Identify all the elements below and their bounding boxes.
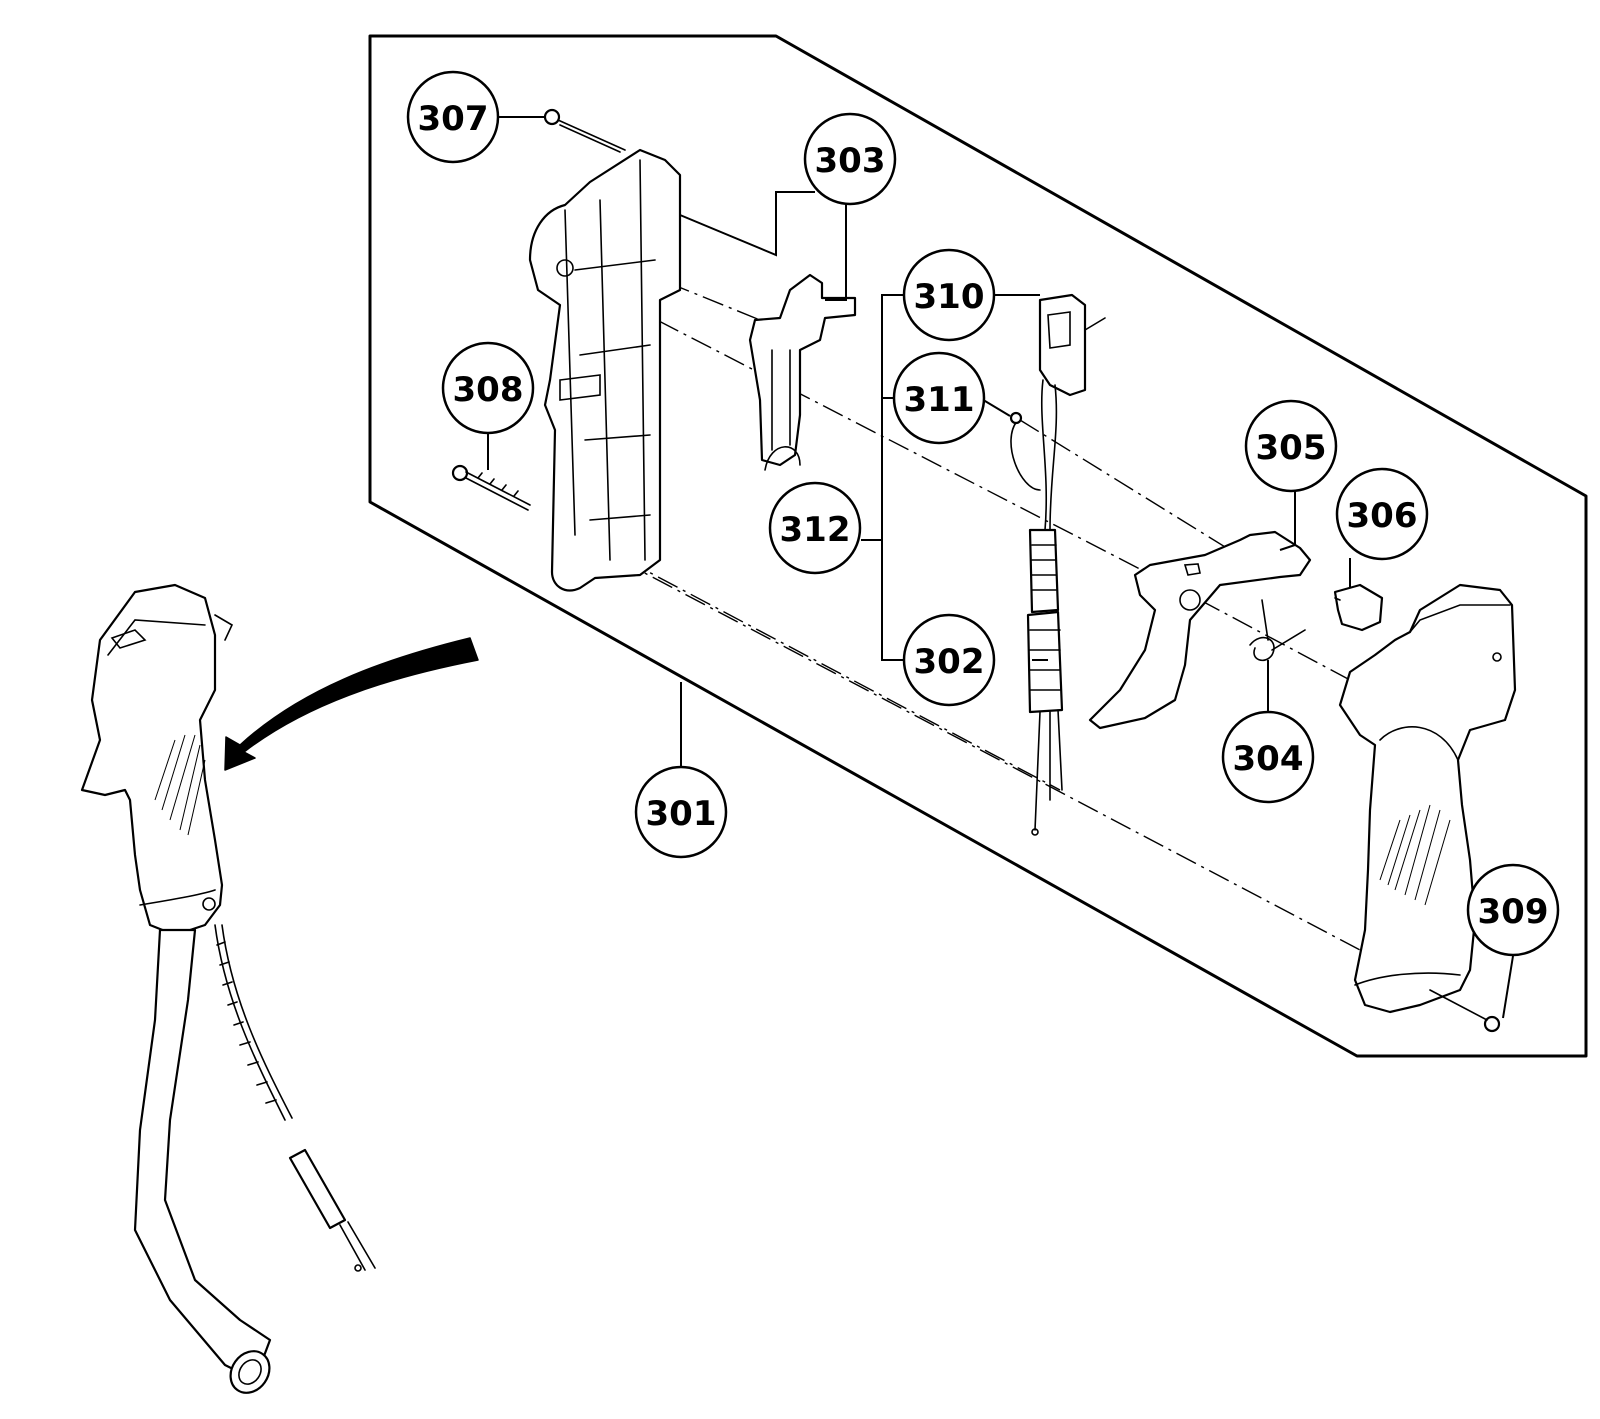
svg-text:312: 312: [780, 510, 851, 550]
part-306: [1333, 583, 1384, 632]
exploded-view-frame: [368, 34, 1588, 1058]
callout-301: 301: [634, 765, 728, 859]
callout-312: 312: [768, 481, 862, 575]
screw-309: [1429, 989, 1501, 1033]
callout-304: 304: [1221, 710, 1315, 804]
svg-text:309: 309: [1478, 892, 1549, 932]
callout-302: 302: [902, 613, 996, 707]
lever-303: [748, 273, 857, 471]
callout-303: 303: [803, 112, 897, 206]
screw-308: [451, 464, 531, 511]
svg-text:303: 303: [815, 141, 886, 181]
svg-text:310: 310: [914, 277, 985, 317]
svg-text:301: 301: [646, 794, 717, 834]
screw-307: [543, 108, 626, 153]
callout-309: 309: [1466, 863, 1560, 957]
svg-text:306: 306: [1347, 496, 1418, 536]
svg-text:308: 308: [453, 370, 524, 410]
callout-306: 306: [1335, 467, 1429, 561]
assembled-handle: [80, 583, 376, 1394]
switch-and-wiring: [1009, 293, 1106, 836]
svg-text:307: 307: [418, 99, 489, 139]
left-handle-half: [528, 148, 682, 592]
svg-text:305: 305: [1256, 428, 1327, 468]
callout-307: 307: [406, 70, 500, 164]
svg-text:311: 311: [904, 380, 975, 420]
leader-lines: [487, 116, 1514, 1019]
callout-311: 311: [892, 351, 986, 445]
callout-310: 310: [902, 248, 996, 342]
trigger-305: [1088, 530, 1312, 730]
callout-305: 305: [1244, 399, 1338, 493]
spring-304: [1249, 599, 1306, 662]
svg-text:302: 302: [914, 642, 985, 682]
svg-text:304: 304: [1233, 739, 1304, 779]
assembly-arrow: [224, 637, 479, 771]
callout-308: 308: [441, 341, 535, 435]
